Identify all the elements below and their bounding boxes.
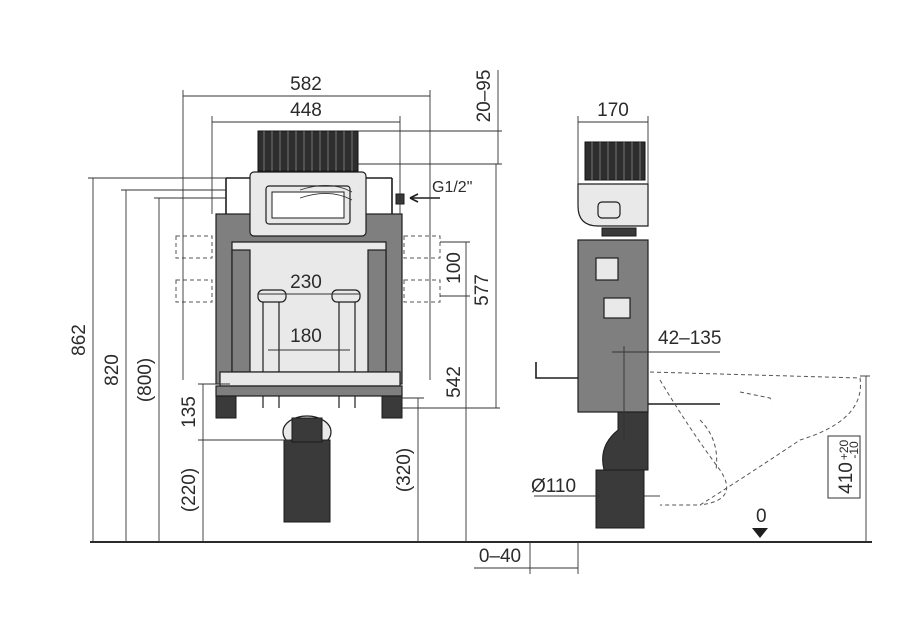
dim-230: 230 <box>290 272 322 293</box>
tol-minus: -10 <box>847 441 861 459</box>
tol-plus: +20 <box>837 439 851 460</box>
side-view <box>535 141 861 529</box>
dim-577: 577 <box>472 274 493 306</box>
side-dimensions: 170 42–135 Ø110 0–40 0 410 +20 -10 <box>474 100 870 574</box>
dim-170: 170 <box>597 100 629 121</box>
dim-582: 582 <box>290 74 322 95</box>
dim-0-40: 0–40 <box>479 546 521 567</box>
dim-180: 180 <box>290 326 322 347</box>
dim-410: 410 <box>836 462 857 494</box>
drain-pipe-front <box>283 439 331 523</box>
dim-20-95: 20–95 <box>474 70 495 123</box>
dim-110: Ø110 <box>531 476 576 497</box>
drain-pipe-side <box>595 469 645 529</box>
floor-zero-label: 0 <box>756 506 767 527</box>
dim-800: (800) <box>135 358 156 402</box>
side-flush-plate <box>584 141 646 181</box>
dim-820: 820 <box>102 354 123 386</box>
front-view <box>175 130 441 523</box>
dim-100: 100 <box>444 252 465 284</box>
dim-862: 862 <box>69 324 90 356</box>
dim-448: 448 <box>290 100 322 121</box>
dim-42-135: 42–135 <box>658 328 721 349</box>
wc-bowl-outline <box>649 371 861 506</box>
front-dimensions: 582 448 20–95 G1/2" 862 820 (800) 135 (2… <box>69 70 502 542</box>
dim-220: (220) <box>179 468 200 512</box>
dim-542: 542 <box>444 366 465 398</box>
flush-plate <box>257 130 359 172</box>
dim-135: 135 <box>179 396 200 428</box>
label-g1-2: G1/2" <box>432 179 472 196</box>
dim-320: (320) <box>394 448 415 492</box>
